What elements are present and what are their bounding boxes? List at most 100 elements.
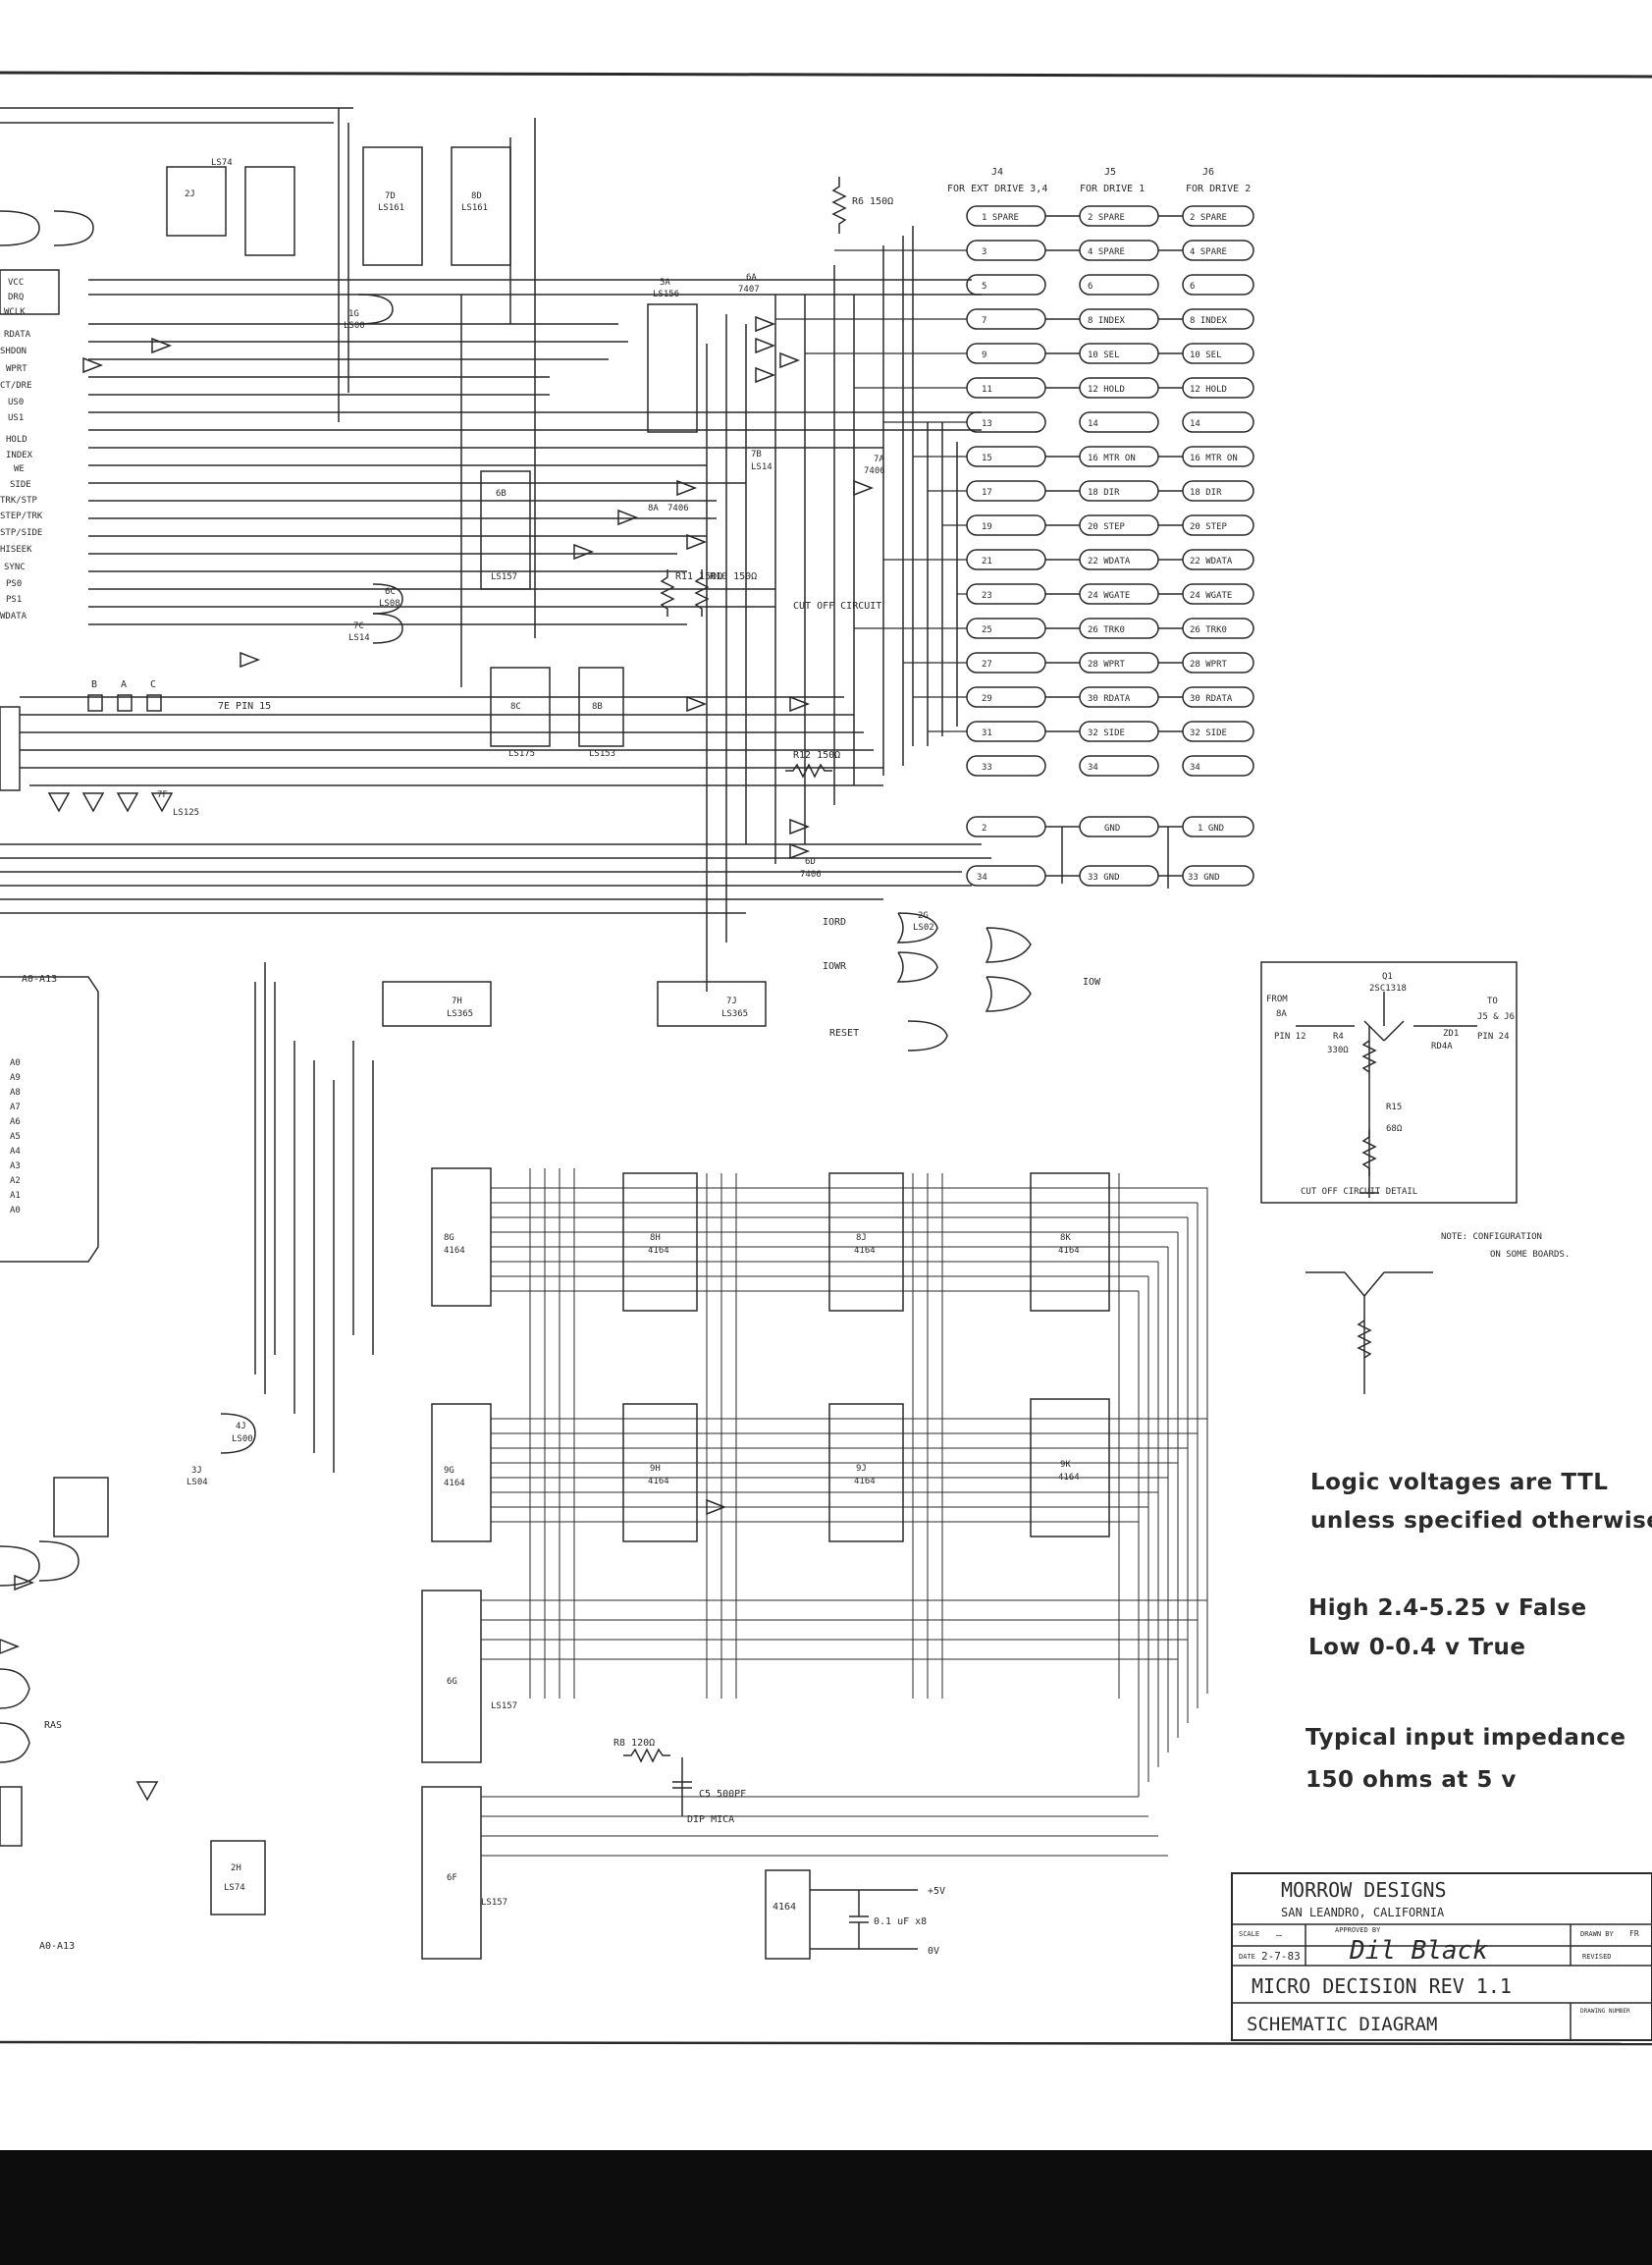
j6-pin: 26 TRK0 — [1190, 625, 1227, 635]
title-block-approved-label: APPROVED BY — [1335, 1926, 1381, 1934]
iow-label: IOW — [1083, 977, 1101, 988]
chip-label: 4164 — [854, 1246, 876, 1256]
j4-pin: 25 — [982, 625, 992, 635]
j5-pin: 26 TRK0 — [1088, 625, 1125, 635]
title-block-scale-value: — — [1276, 1930, 1283, 1941]
bac-jumpers — [87, 694, 162, 712]
r10-label: R10 150Ω — [710, 571, 757, 582]
chip-label: 7F — [157, 790, 168, 800]
left-signal: VCC — [8, 278, 24, 288]
j4-label: FOR EXT DRIVE 3,4 — [947, 184, 1047, 194]
j4-pin: 3 — [982, 247, 986, 257]
j4-pin: 19 — [982, 522, 992, 532]
ground-pin: 1 GND — [1198, 824, 1224, 834]
cutoff-from-pin: PIN 12 — [1274, 1032, 1306, 1042]
chip-6b — [480, 470, 531, 590]
cutoff-from-src: 8A — [1276, 1009, 1287, 1019]
j5-ref: J5 — [1104, 167, 1116, 178]
chip-label: LS00 — [232, 1434, 253, 1444]
memory-address-fan — [481, 1168, 1208, 1857]
chip-label: 7406 — [667, 504, 689, 513]
chip-label: 8A — [648, 504, 659, 513]
sheet-bottom-border — [0, 2040, 1652, 2046]
chip-label: LS02 — [913, 923, 934, 933]
j4-ref: J4 — [991, 167, 1003, 178]
cutoff-from: FROM — [1266, 995, 1288, 1004]
title-block-scale-label: SCALE — [1239, 1930, 1259, 1938]
ground-pin: 33 GND — [1088, 873, 1120, 883]
ras-label: RAS — [44, 1720, 62, 1731]
j4-pin: 9 — [982, 351, 986, 360]
chip-label: 7407 — [738, 285, 760, 295]
chip-label: LS157 — [491, 572, 517, 582]
j4-pin: 27 — [982, 660, 992, 670]
j4-pin: 29 — [982, 694, 992, 704]
j4-pin: 11 — [982, 385, 992, 395]
left-signal: US1 — [8, 413, 24, 423]
j5-pin: 28 WPRT — [1088, 660, 1126, 670]
addr-label: A5 — [10, 1132, 21, 1142]
addr-label: A7 — [10, 1103, 21, 1112]
chip-label: LS00 — [344, 321, 365, 331]
chip-label: 4164 — [444, 1479, 465, 1488]
left-gates — [0, 210, 256, 1847]
j5-pin: 18 DIR — [1088, 488, 1120, 498]
cutoff-to-pin: PIN 24 — [1477, 1032, 1510, 1042]
jumper-b: B — [91, 679, 97, 690]
j4-pin: 21 — [982, 557, 992, 566]
j6-pin: 16 MTR ON — [1190, 454, 1238, 463]
title-block-drawn-label: DRAWN BY — [1580, 1930, 1615, 1938]
j5-pin: 4 SPARE — [1088, 247, 1125, 257]
chip-label: 6A — [746, 273, 757, 283]
chip-label: 6F — [447, 1873, 457, 1883]
chip-label: 4164 — [854, 1477, 876, 1486]
inverter-symbols — [0, 315, 875, 1802]
chip-label: LS157 — [491, 1701, 517, 1711]
chip-label: 8D — [471, 191, 482, 201]
addr-label: A3 — [10, 1161, 21, 1171]
chip-label: 7C — [353, 621, 364, 631]
title-block-frame — [1231, 1872, 1652, 2041]
left-signal: DRQ — [8, 293, 24, 302]
c5-type: DIP MICA — [687, 1814, 734, 1825]
j6-pin: 18 DIR — [1190, 488, 1222, 498]
chip-5a — [647, 303, 698, 433]
chip-7d — [362, 146, 423, 266]
r6-label: R6 150Ω — [852, 196, 893, 207]
iord-label: IORD — [823, 917, 846, 928]
j6-label: FOR DRIVE 2 — [1186, 184, 1251, 194]
addr-label: A6 — [10, 1117, 21, 1127]
title-block-drawing-number-label: DRAWING NUMBER — [1580, 2008, 1630, 2015]
cutoff-zd1-part: RD4A — [1431, 1042, 1453, 1052]
ground-pin: GND — [1104, 824, 1120, 834]
ground-pin: 2 — [982, 824, 986, 834]
chip-9h — [622, 1403, 698, 1542]
addr-label: A8 — [10, 1088, 21, 1098]
j6-pin: 2 SPARE — [1190, 213, 1227, 223]
cutoff-r4-val: 330Ω — [1327, 1046, 1349, 1055]
j6-pin: 32 SIDE — [1190, 728, 1227, 738]
ground-pin: 34 — [977, 873, 987, 883]
left-signal: TRK/STP — [0, 496, 38, 506]
chip-8j — [828, 1172, 904, 1312]
chip-label: LS04 — [187, 1478, 208, 1487]
j5-pin: 24 WGATE — [1088, 591, 1130, 601]
chip-label: 9K — [1060, 1460, 1071, 1470]
j4-pin: 23 — [982, 591, 992, 601]
jumper-a: A — [121, 679, 127, 690]
reset-label: RESET — [829, 1028, 859, 1039]
chip-9g — [431, 1403, 492, 1542]
chip-label: LS365 — [447, 1009, 473, 1019]
zero-v-label: 0V — [928, 1946, 939, 1957]
title-block-date-value: 2-7-83 — [1261, 1950, 1301, 1963]
chip-label: LS175 — [508, 749, 535, 759]
j6-ref: J6 — [1202, 167, 1214, 178]
chip-label: 8G — [444, 1233, 454, 1243]
j6-pin: 6 — [1190, 282, 1195, 292]
left-signal: CT/DRE — [0, 381, 32, 391]
left-signal: INDEX — [6, 451, 33, 460]
chip-label: 8B — [592, 702, 603, 712]
sheet-top-border — [0, 71, 1652, 79]
chip-label: LS125 — [173, 808, 199, 818]
j4-pin: 33 — [982, 763, 992, 773]
